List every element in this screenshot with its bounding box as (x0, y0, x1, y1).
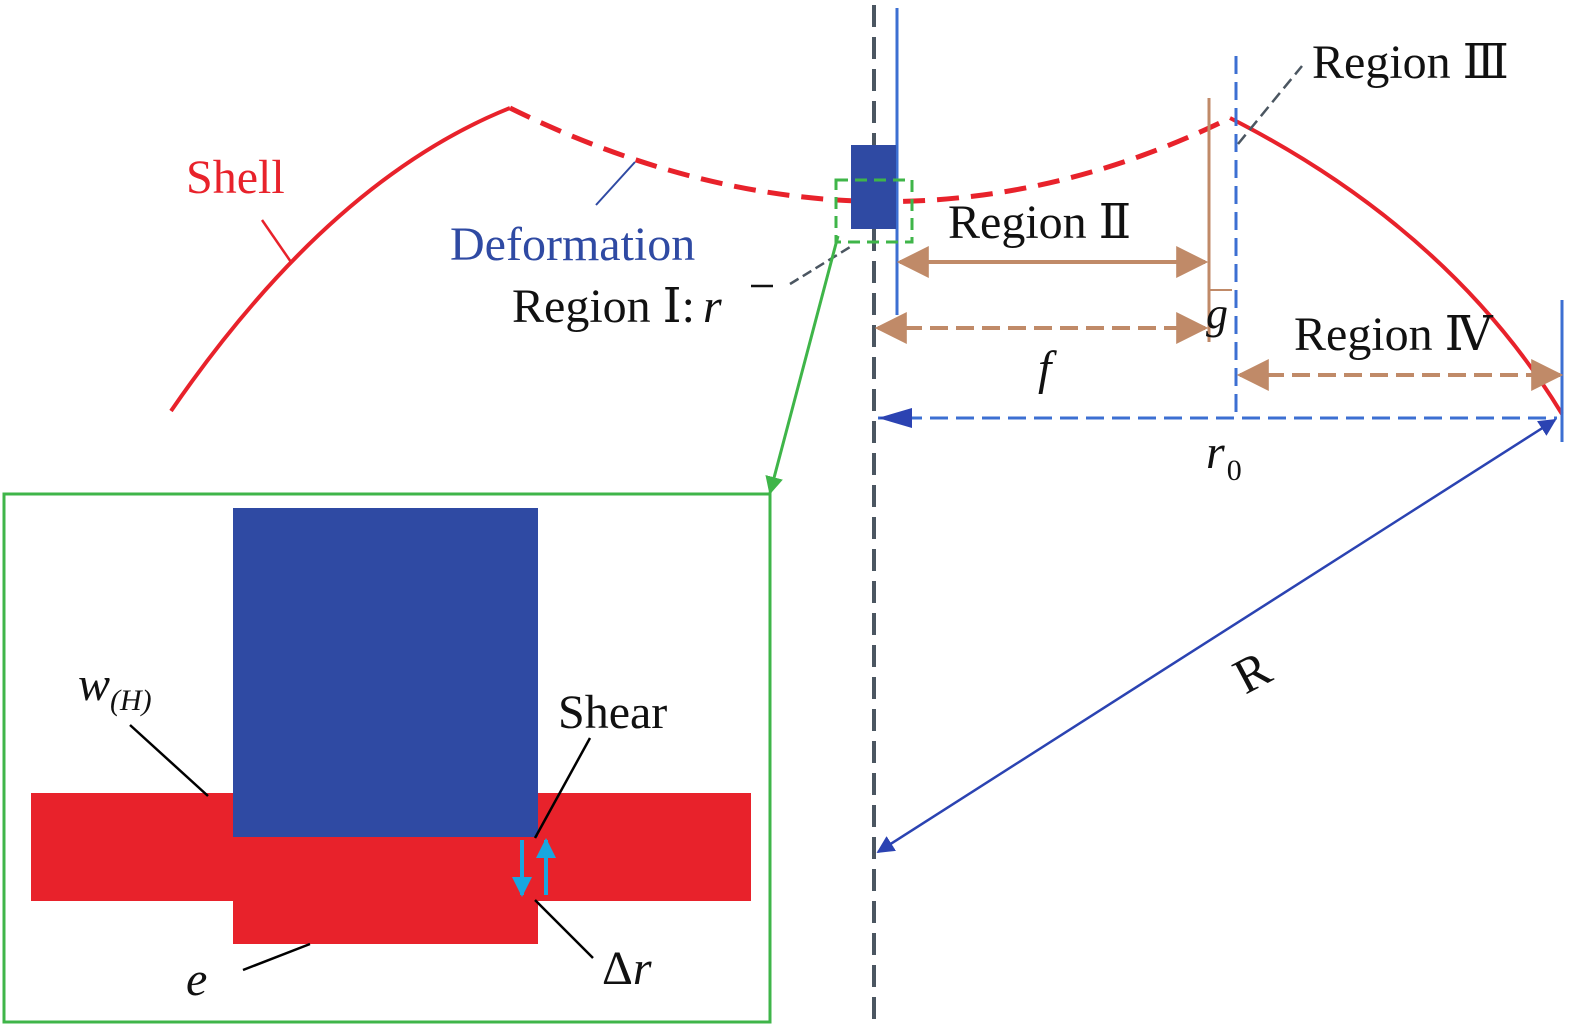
region-3-label: Region Ⅲ (1312, 36, 1509, 89)
zoom-connector (765, 235, 840, 495)
delta-r-label: Δr (602, 942, 652, 995)
e-label: e (186, 953, 207, 1006)
delta-r-leader (534, 899, 594, 959)
w-leader (129, 724, 209, 797)
deformation-label: Deformation (450, 218, 695, 271)
delta-r-symbol: r (633, 942, 652, 995)
r0-left-arrowhead (878, 408, 912, 428)
w-symbol: w (78, 658, 110, 711)
shell-leader (260, 219, 293, 263)
shell-arc-right (1229, 116, 1564, 416)
delta-symbol: Δ (602, 942, 633, 995)
shell-label: Shell (186, 151, 285, 204)
inset-punch (233, 508, 538, 837)
region-1-text: Region Ⅰ: (512, 280, 695, 333)
shear-leader (533, 737, 592, 839)
region-1-leader (789, 245, 851, 286)
shear-label: Shear (558, 686, 667, 739)
g-label: g (1206, 289, 1228, 338)
shell-arc-left (169, 106, 511, 413)
w-subscript: (H) (110, 684, 152, 717)
region-2-label: Region Ⅱ (948, 196, 1131, 249)
r0-symbol: r (1206, 426, 1225, 479)
r0-label: r0 (1206, 426, 1242, 487)
radius-R-line (876, 418, 1557, 854)
f-label: f (1038, 342, 1057, 395)
region-1-highlight (834, 178, 914, 244)
inset-sheet-depression (233, 898, 538, 944)
region-1-label: Region Ⅰ:r (512, 280, 722, 333)
r0-subscript: 0 (1227, 454, 1242, 487)
region-3-leader (1237, 65, 1303, 145)
deformation-leader (595, 161, 636, 206)
r-bar-symbol: r (703, 280, 722, 333)
w-label: w(H) (78, 658, 152, 717)
punch-block (851, 145, 896, 229)
region-4-label: Region Ⅳ (1294, 308, 1494, 361)
R-label: R (1224, 639, 1280, 704)
e-leader (242, 942, 311, 972)
